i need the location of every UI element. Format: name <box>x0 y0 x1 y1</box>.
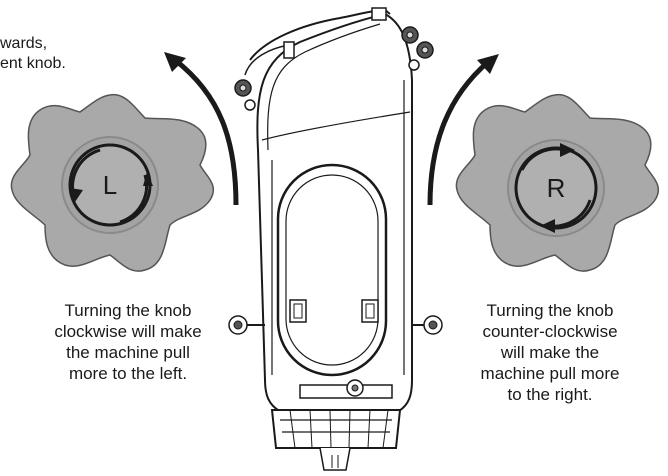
right-caption-line-4: machine pull more <box>480 364 620 383</box>
left-caption-line-4: more to the left. <box>68 364 188 383</box>
left-caption-line-2: clockwise will make <box>54 322 202 341</box>
top-note-line-1: wards, <box>0 35 48 52</box>
right-knob-caption: Turning the knob counter-clockwise will … <box>440 300 660 405</box>
right-caption-line-3: will make the <box>500 343 600 362</box>
truncated-instruction-text: wards, ent knob. <box>0 34 66 74</box>
top-note-line-2: ent knob. <box>0 55 66 72</box>
right-adjustment-knob: R <box>455 93 660 272</box>
left-caption-line-3: the machine pull <box>66 343 190 362</box>
left-adjustment-knob: L <box>10 93 215 272</box>
right-caption-line-2: counter-clockwise <box>482 322 618 341</box>
left-direction-arrow <box>173 58 239 206</box>
clockwise-arrow-icon <box>70 188 83 202</box>
right-direction-arrow <box>427 60 490 206</box>
counter-clockwise-arrow-icon <box>560 143 575 157</box>
left-knob-caption: Turning the knob clockwise will make the… <box>18 300 238 384</box>
left-knob-label: L <box>103 170 117 200</box>
right-caption-line-1: Turning the knob <box>486 301 614 320</box>
left-caption-line-1: Turning the knob <box>64 301 192 320</box>
machine-top-view <box>228 7 443 471</box>
right-caption-line-5: to the right. <box>507 385 593 404</box>
right-knob-label: R <box>547 173 566 203</box>
